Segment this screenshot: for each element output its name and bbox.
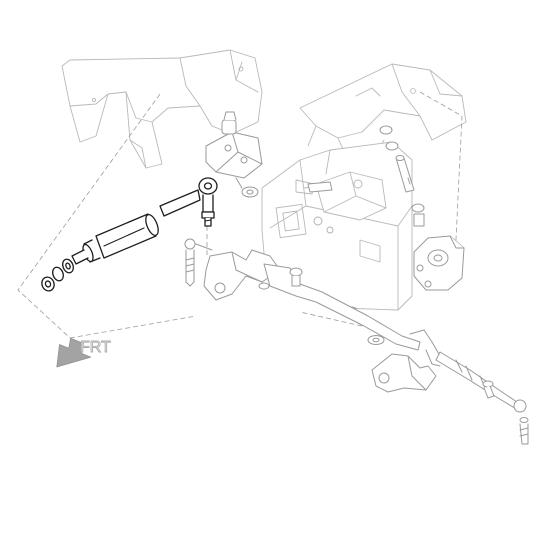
chassis-frame-rail <box>61 49 263 169</box>
tie-rod-assembly <box>435 351 529 445</box>
pitman-arm <box>184 238 281 301</box>
front-direction-indicator: FRT <box>56 337 111 368</box>
damper-rod-end <box>198 177 218 227</box>
center-link <box>258 263 421 351</box>
idler-arm-lower <box>371 329 441 393</box>
mounting-bracket <box>295 171 387 221</box>
gear-mounting-bolts <box>307 125 425 227</box>
steering-damper <box>41 177 218 292</box>
front-arrow-icon <box>56 337 92 368</box>
damper-mount-hardware <box>41 249 89 292</box>
damper-cylinder <box>82 213 159 263</box>
idler-arm-bracket <box>205 111 263 198</box>
steering-gear-box <box>413 235 465 291</box>
front-direction-label: FRT <box>80 339 111 356</box>
damper-piston-rod <box>159 189 201 217</box>
